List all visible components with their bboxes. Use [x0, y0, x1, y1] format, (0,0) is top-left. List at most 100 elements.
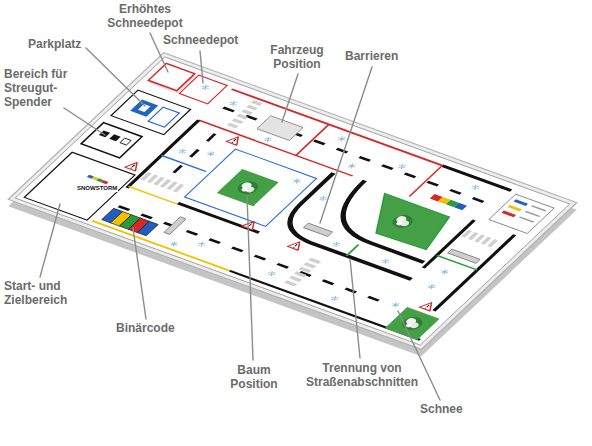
callout-label: Start- und Zielbereich: [4, 280, 72, 308]
binary-code: [137, 221, 158, 236]
crosswalk: [227, 123, 239, 129]
crosswalk: [299, 267, 312, 273]
leader-line: [64, 108, 105, 135]
snow: [319, 196, 328, 201]
warning-signs: [99, 115, 510, 311]
crosswalk: [241, 109, 253, 115]
callout-label: Binärcode: [116, 322, 175, 336]
logo-text: SNOWSTORM: [76, 185, 118, 192]
road-border: [318, 180, 470, 262]
snow: [427, 284, 436, 289]
crosswalk: [294, 271, 307, 277]
leader-line: [247, 196, 253, 360]
crosswalk: [284, 280, 297, 286]
leader-line: [133, 228, 146, 319]
callout-label: Schneedepot: [163, 34, 238, 48]
info-card: [519, 216, 534, 222]
callout-label: Barrieren: [345, 50, 398, 64]
crosswalk: [303, 262, 316, 268]
info-card: [525, 211, 540, 217]
wall: [8, 53, 577, 350]
info-card: [489, 194, 554, 233]
callout-label: Fahrzeug Position: [266, 44, 328, 72]
road-island: [352, 193, 458, 250]
info-card: [531, 205, 546, 211]
road-island: [140, 142, 521, 340]
snow: [391, 302, 400, 307]
section-separator: [347, 245, 359, 256]
trees: [398, 315, 426, 332]
warning-signs: [226, 135, 243, 145]
section-separator: [161, 155, 206, 171]
dispenser-area: [81, 123, 142, 158]
parking-lot: [111, 90, 191, 134]
section-separator: [136, 89, 548, 294]
callout-label: Parkplatz: [28, 38, 81, 52]
crosswalk: [246, 105, 258, 111]
dispenser-area: [81, 123, 142, 158]
crosswalk: [289, 276, 302, 282]
warning-signs: [419, 301, 436, 311]
snow: [381, 259, 390, 264]
snow: [201, 85, 210, 90]
leader-line: [40, 33, 440, 400]
barrier: [164, 217, 186, 235]
section-separator: [409, 166, 442, 197]
snow: [330, 296, 339, 301]
crosswalk: [173, 184, 184, 193]
callout-label: Bereich für Streugut-Spender: [4, 68, 76, 109]
road-border: [434, 235, 515, 311]
section-separator: [296, 124, 329, 155]
snow: [440, 269, 449, 274]
road-border: [92, 89, 560, 340]
snow: [72, 85, 526, 326]
crosswalk: [237, 114, 249, 120]
road-border: [442, 166, 511, 191]
mat-surface: [15, 57, 570, 345]
trees: [389, 213, 417, 230]
parking-lot: [111, 90, 191, 134]
snow: [206, 151, 215, 156]
road-border: [92, 221, 230, 271]
start-area: [101, 180, 108, 184]
leader-line: [86, 48, 145, 106]
crosswalk: [251, 100, 263, 106]
trees: [234, 179, 262, 196]
snow: [229, 101, 238, 106]
color-strip: [454, 203, 467, 210]
road-border: [232, 89, 443, 165]
trees: [175, 163, 501, 332]
lane-marking: [119, 108, 487, 302]
callout-label: Baum Position: [228, 364, 280, 392]
parking-lot: [130, 100, 158, 117]
vehicle-position: [257, 116, 303, 141]
info-card: [489, 194, 554, 233]
callout-label: Trennung von Straßenabschnitten: [296, 362, 428, 390]
warning-signs: [125, 161, 142, 171]
game-mat: [8, 53, 577, 350]
snow: [197, 241, 206, 246]
crosswalk: [487, 239, 498, 247]
crosswalk: [308, 258, 321, 264]
warning-signs: [242, 219, 259, 229]
leader-line: [320, 67, 372, 223]
info-card: [507, 205, 522, 212]
barrier: [304, 223, 333, 236]
warning-signs: [288, 240, 305, 250]
snow: [337, 136, 346, 141]
snow: [178, 149, 187, 154]
road-island: [185, 149, 317, 226]
info-card: [513, 199, 528, 206]
leader-line: [200, 51, 203, 83]
barrier: [164, 169, 480, 323]
dispenser-area: [120, 138, 131, 145]
snow: [332, 242, 341, 247]
snow: [169, 241, 178, 246]
dispenser-area: [109, 134, 120, 141]
snow: [292, 178, 301, 183]
crosswalk: [232, 118, 244, 124]
section-separator: [437, 255, 478, 270]
leader-line: [282, 74, 298, 122]
road-island: [385, 307, 440, 340]
